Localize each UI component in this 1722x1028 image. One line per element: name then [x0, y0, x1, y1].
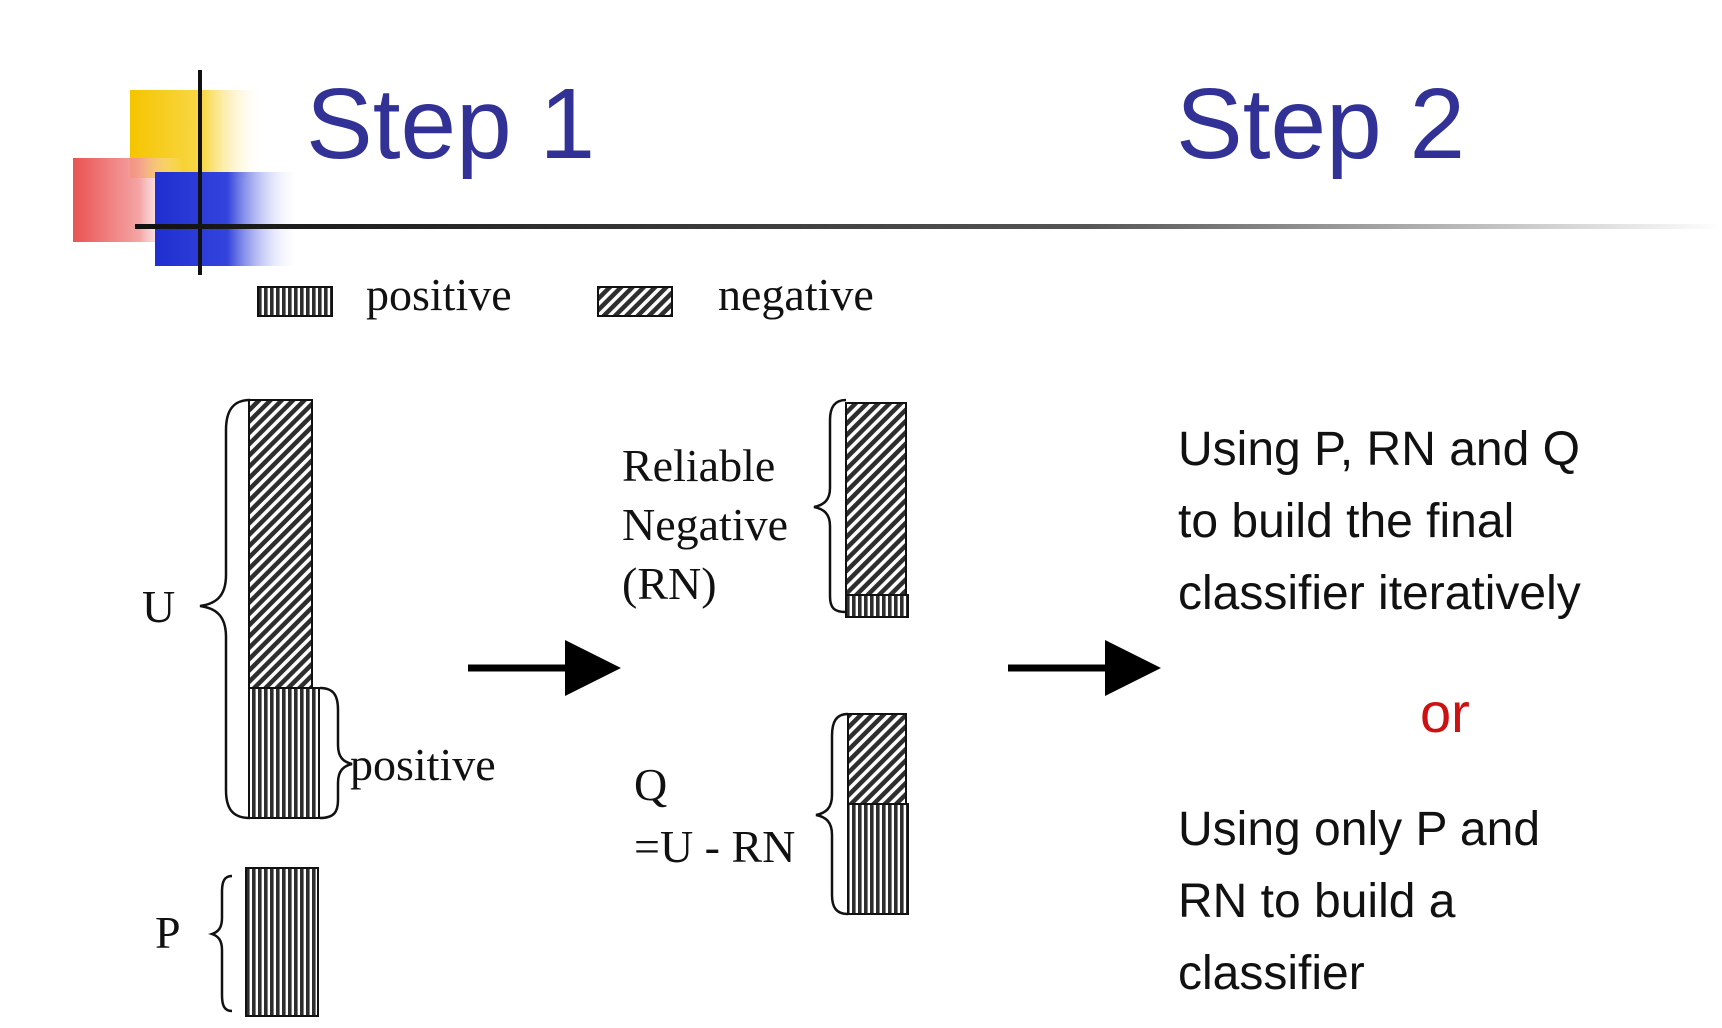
- u-positive-block: [248, 687, 320, 819]
- u-positive-label: positive: [350, 739, 496, 790]
- step2-option1-line1: Using P, RN and Q: [1178, 423, 1580, 476]
- step2-option2-line1: Using only P and: [1178, 803, 1541, 856]
- rn-label-line2: Negative: [622, 499, 789, 550]
- step2-option2-line2: RN to build a: [1178, 875, 1456, 928]
- step2-option2: Using only P and RN to build a classifie…: [1178, 794, 1540, 1010]
- step2-option1-line2: to build the final: [1178, 495, 1515, 548]
- rn-brace: [813, 398, 847, 614]
- rn-negative-block: [845, 402, 907, 596]
- u-positive-brace: [319, 686, 353, 820]
- q-label: Q =U - RN: [634, 754, 795, 878]
- step2-option1-line3: classifier iteratively: [1178, 567, 1581, 620]
- p-brace: [208, 874, 233, 1013]
- legend-positive-label: positive: [366, 269, 512, 320]
- step1-title: Step 1: [306, 68, 596, 180]
- rn-label-line3: (RN): [622, 558, 717, 609]
- q-positive-block: [847, 803, 909, 915]
- step2-option1: Using P, RN and Q to build the final cla…: [1178, 414, 1581, 630]
- logo-blue-square: [155, 172, 300, 266]
- header-rule: [135, 224, 1722, 229]
- rn-label-line1: Reliable: [622, 440, 776, 491]
- step2-title: Step 2: [1176, 68, 1466, 180]
- p-block: [245, 867, 319, 1017]
- legend-positive-swatch: [257, 286, 333, 317]
- u-label: U: [142, 581, 176, 632]
- q-negative-block: [847, 713, 907, 805]
- rn-label: Reliable Negative (RN): [622, 436, 788, 613]
- legend-negative-swatch: [597, 286, 673, 317]
- step2-option2-line3: classifier: [1178, 947, 1365, 1000]
- rn-positive-strip: [845, 594, 909, 618]
- slide-logo-decoration: [73, 70, 300, 275]
- q-label-line1: Q: [634, 759, 668, 810]
- u-negative-block: [248, 399, 313, 689]
- q-label-line2: =U - RN: [634, 821, 796, 872]
- u-brace: [199, 398, 251, 820]
- step2-or: or: [1420, 681, 1470, 744]
- legend-negative-label: negative: [718, 269, 874, 320]
- q-brace: [815, 712, 849, 916]
- p-label: P: [155, 907, 181, 958]
